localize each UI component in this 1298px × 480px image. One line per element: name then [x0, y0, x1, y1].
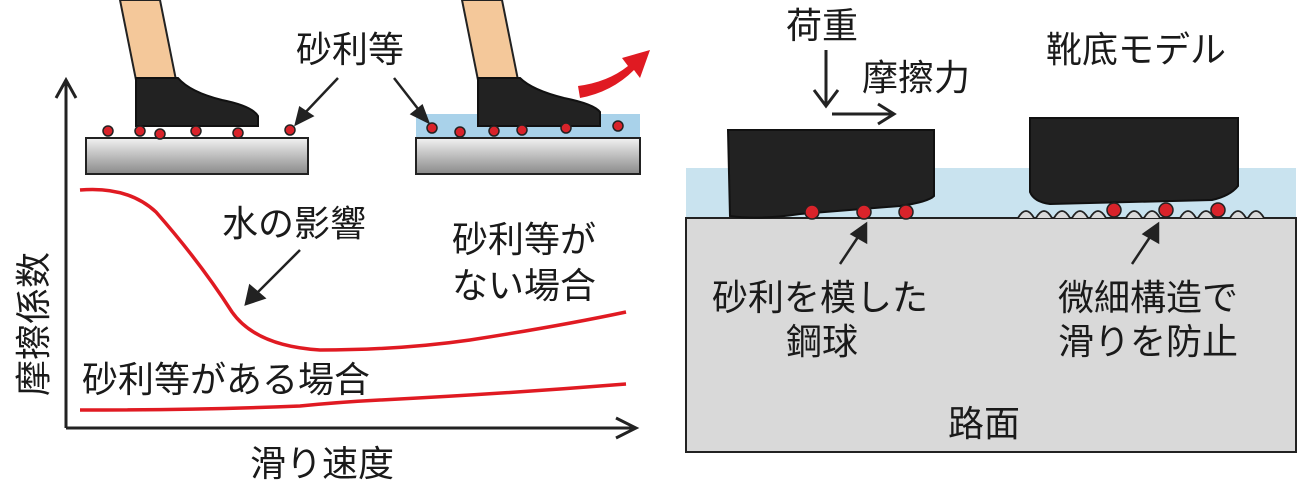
- leg-skin-2: [460, 0, 520, 81]
- x-axis-label: 滑り速度: [250, 444, 394, 480]
- wet-floor-scene: [415, 0, 650, 175]
- floor-slab-1: [85, 137, 309, 175]
- load-arrow-icon: [812, 50, 840, 109]
- micro-bumps: [1017, 210, 1265, 219]
- chart-axes: [54, 76, 640, 440]
- shoe-block-microstructure: [1029, 117, 1239, 206]
- shoe-model-label: 靴底モデル: [1046, 30, 1226, 71]
- pebbles-2: [426, 120, 624, 138]
- steel-ball-label-1: 砂利を模した: [712, 278, 928, 319]
- road-label: 路面: [948, 404, 1020, 445]
- with-gravel-label: 砂利等がある場合: [82, 360, 370, 401]
- no-gravel-label-1: 砂利等が: [452, 220, 596, 261]
- microstructure-arrow: [1130, 221, 1160, 265]
- load-label: 荷重: [786, 6, 858, 47]
- y-axis-label: 摩擦係数: [14, 252, 55, 396]
- curve-no-gravel: [79, 187, 627, 352]
- dry-floor-scene: [85, 0, 309, 175]
- friction-label: 摩擦力: [862, 58, 970, 99]
- gravel-label: 砂利等: [296, 30, 404, 71]
- left-panel: 砂利等 摩擦係数 滑り速度 水の影響 砂利等が ない場合 砂利等がある場合: [14, 0, 650, 480]
- microstructure-label-2: 滑りを防止: [1058, 322, 1238, 363]
- road-surface: [685, 217, 1297, 453]
- right-panel: 路面 荷重: [685, 6, 1297, 453]
- steel-balls: [804, 204, 914, 220]
- floor-slab-2: [415, 137, 641, 175]
- shoe-left-2: [477, 77, 601, 127]
- water-effect-arrow: [244, 249, 301, 306]
- gravel-pointer-arrows: [294, 77, 431, 127]
- no-gravel-label-2: ない場合: [452, 266, 596, 307]
- friction-arrow-icon: [832, 102, 897, 126]
- water-effect-label: 水の影響: [222, 204, 366, 245]
- leg-skin: [118, 0, 178, 81]
- steel-ball-label-2: 鋼球: [786, 322, 858, 363]
- steel-ball-arrow: [838, 221, 868, 265]
- microstructure-label-1: 微細構造で: [1058, 278, 1238, 319]
- shoe-left-1: [135, 77, 259, 127]
- pebbles-1: [102, 124, 296, 140]
- curve-with-gravel: [79, 382, 627, 412]
- micro-balls: [1106, 202, 1226, 218]
- shoe-block-steel-balls: [726, 129, 935, 219]
- slip-arrow-icon: [578, 50, 650, 98]
